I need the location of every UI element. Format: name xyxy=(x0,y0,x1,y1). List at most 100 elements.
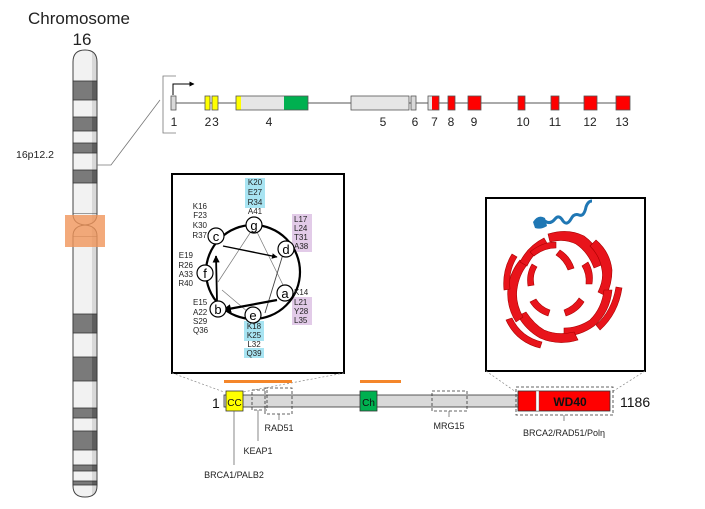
residues-b: E15 A22 S29 Q36 xyxy=(193,298,209,335)
svg-text:A38: A38 xyxy=(294,242,309,251)
mrg15-label: MRG15 xyxy=(433,421,464,431)
highlight-purple xyxy=(292,214,312,252)
exon-7 xyxy=(427,95,440,111)
svg-text:K14: K14 xyxy=(294,288,309,297)
highlight-purple xyxy=(292,297,312,325)
exon-11 xyxy=(550,95,560,111)
wd40-structure-panel xyxy=(485,197,646,372)
wheel-arrow-a-b xyxy=(222,298,278,313)
cc-domain xyxy=(225,390,244,412)
exon-4 xyxy=(235,95,309,111)
rad51-label: RAD51 xyxy=(264,423,293,433)
svg-text:d: d xyxy=(282,242,289,257)
wheel-node-f: f xyxy=(196,264,214,282)
exon-6 xyxy=(410,95,417,111)
zoom-line xyxy=(611,370,646,393)
exon-5 xyxy=(350,95,410,111)
highlight-blue xyxy=(244,321,264,341)
highlight-blue xyxy=(244,348,264,358)
svg-text:R26: R26 xyxy=(178,261,193,270)
rad51-binding-region xyxy=(264,387,293,415)
svg-text:R34: R34 xyxy=(248,198,263,207)
zoom-line xyxy=(485,370,517,393)
svg-text:K20: K20 xyxy=(248,178,263,187)
svg-text:f: f xyxy=(203,266,207,281)
chromosome-number: 16 xyxy=(73,30,92,49)
helical-wheel-panel: g c d f a b e K20 E27 R34 xyxy=(171,173,345,374)
zoom-line xyxy=(242,372,345,393)
exon-3 xyxy=(211,95,219,111)
keap1-label: KEAP1 xyxy=(243,446,272,456)
brca1-palb2-label: BRCA1/PALB2 xyxy=(204,470,264,480)
protein-end-label: 1186 xyxy=(620,394,650,410)
wheel-arrow-b-c xyxy=(212,255,220,302)
svg-text:E15: E15 xyxy=(193,298,208,307)
chromatin-association-domain xyxy=(359,390,378,412)
svg-text:e: e xyxy=(249,308,256,323)
chromosome-band xyxy=(72,464,98,472)
svg-text:R40: R40 xyxy=(178,279,193,288)
svg-text:L35: L35 xyxy=(294,316,308,325)
chromosome-16 xyxy=(65,49,105,498)
exon-2 xyxy=(204,95,211,111)
svg-text:A41: A41 xyxy=(248,207,263,216)
svg-text:K16: K16 xyxy=(193,202,208,211)
chromosome-title: Chromosome xyxy=(28,9,130,28)
wd40-propeller-image xyxy=(503,199,623,349)
orange-region-bar xyxy=(360,380,401,383)
brca2-rad51-poleta-label: BRCA2/RAD51/Polη xyxy=(523,428,605,438)
svg-text:E27: E27 xyxy=(248,188,263,197)
protein-start-label: 1 xyxy=(212,395,220,411)
exon-label: 8 xyxy=(448,115,455,129)
svg-text:K25: K25 xyxy=(247,331,262,340)
svg-text:a: a xyxy=(281,286,289,301)
exon-9 xyxy=(467,95,482,111)
band-label: 16p12.2 xyxy=(16,149,54,161)
brca2-binding-region xyxy=(515,386,614,416)
svg-text:K30: K30 xyxy=(193,221,208,230)
svg-text:L32: L32 xyxy=(247,340,261,349)
chromosome-band xyxy=(72,407,98,419)
svg-text:Q39: Q39 xyxy=(246,349,262,358)
chromosome-band xyxy=(72,313,98,334)
exon-label: 12 xyxy=(583,115,597,129)
wheel-node-c: c xyxy=(207,227,225,245)
exon-label: 13 xyxy=(615,115,629,129)
exon-13 xyxy=(615,95,631,111)
exon-label: 11 xyxy=(549,115,562,129)
chromosome-band xyxy=(72,169,98,184)
exon-1 xyxy=(170,95,177,111)
exon-label: 3 xyxy=(212,115,219,129)
chromosome-p-arm xyxy=(72,49,98,215)
wheel-node-a: a xyxy=(276,284,294,302)
svg-text:Q36: Q36 xyxy=(193,326,209,335)
highlight-blue xyxy=(245,178,265,208)
svg-text:E19: E19 xyxy=(179,251,194,260)
cc-domain-label: CC xyxy=(227,398,241,409)
residues-e: K18 K25 L32 Q39 xyxy=(246,322,262,358)
svg-text:S29: S29 xyxy=(193,317,208,326)
residues-f: E19 R26 A33 R40 xyxy=(178,251,193,288)
exon-label: 1 xyxy=(171,115,178,129)
chromosome-band xyxy=(72,80,98,101)
svg-text:K18: K18 xyxy=(247,322,262,331)
protein-domain-map: 1 CC Ch WD40 1186 RAD51 KEAP1 BRCA1/PALB… xyxy=(204,380,650,480)
svg-text:g: g xyxy=(250,218,257,233)
svg-text:A33: A33 xyxy=(179,270,194,279)
wd40-divider xyxy=(535,390,540,412)
exon-label: 2 xyxy=(205,115,212,129)
svg-text:b: b xyxy=(214,302,221,317)
centromere-highlight xyxy=(65,215,105,247)
wheel-node-b: b xyxy=(209,300,227,318)
svg-text:L17: L17 xyxy=(294,215,308,224)
gene-structure: 1 2 3 4 5 6 7 8 9 10 11 12 13 xyxy=(162,75,631,134)
chromosome-band xyxy=(72,480,98,486)
wheel-node-g: g xyxy=(245,216,263,234)
exon-8 xyxy=(447,95,456,111)
exon-label: 9 xyxy=(471,115,478,129)
svg-text:c: c xyxy=(213,229,220,244)
wd40-domain-label: WD40 xyxy=(553,395,587,409)
chromosome-band xyxy=(72,142,98,154)
svg-text:A22: A22 xyxy=(193,308,208,317)
